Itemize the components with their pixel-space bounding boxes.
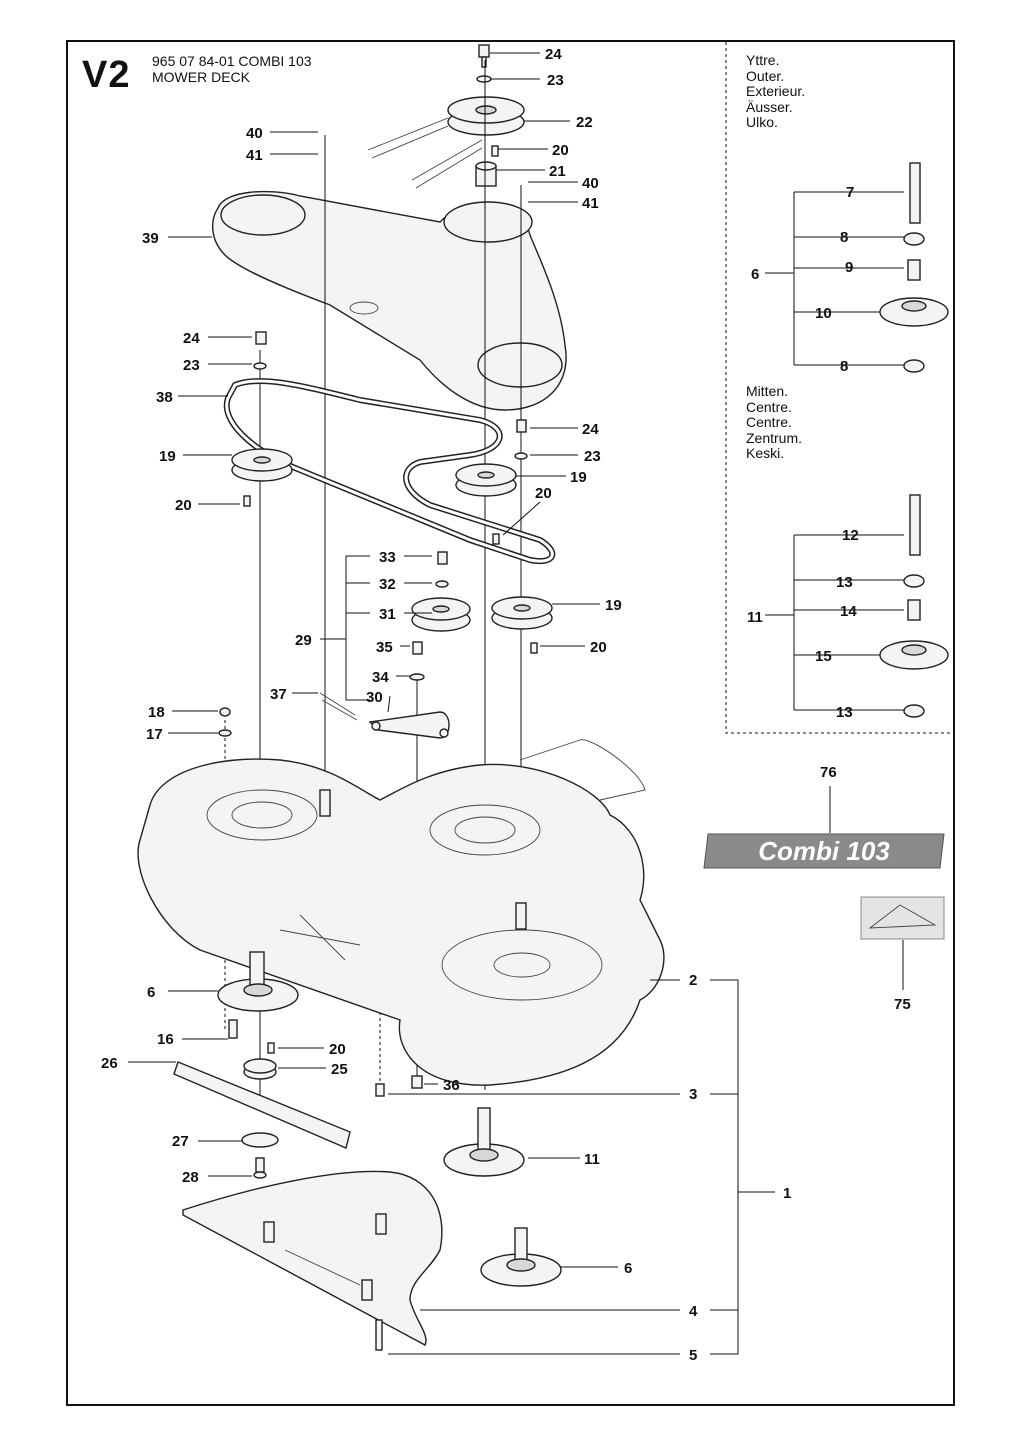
callout-6: 6	[624, 1260, 632, 1277]
section-title: MOWER DECK	[152, 69, 250, 85]
callout-14: 14	[840, 603, 857, 620]
washer	[218, 729, 232, 737]
callout-13: 13	[836, 704, 853, 721]
legend-centre-line: Keski.	[746, 445, 785, 461]
callout-20: 20	[552, 142, 569, 159]
legend-centre-line: Mitten.	[746, 383, 789, 399]
belt-cover	[212, 190, 567, 411]
nut	[219, 707, 231, 717]
callout-20: 20	[535, 485, 552, 502]
callout-20: 20	[329, 1041, 346, 1058]
callout-5: 5	[689, 1347, 697, 1364]
callout-11: 11	[747, 609, 763, 626]
section-code: V2	[82, 54, 131, 96]
callout-12: 12	[842, 527, 859, 544]
callout-23: 23	[584, 448, 601, 465]
callout-34: 34	[372, 669, 389, 686]
callout-28: 28	[182, 1169, 199, 1186]
callout-40: 40	[246, 125, 263, 142]
callout-33: 33	[379, 549, 396, 566]
callout-41: 41	[246, 147, 263, 164]
legend-outer-line: Yttre.	[746, 52, 780, 68]
callout-8: 8	[840, 358, 848, 375]
callout-1: 1	[783, 1185, 791, 1202]
callout-22: 22	[576, 114, 593, 131]
tensioner-arm	[319, 692, 450, 739]
legend-centre: Mitten. Centre. Centre. Zentrum. Keski.	[746, 383, 803, 462]
top-pulley	[367, 44, 525, 189]
callout-20: 20	[590, 639, 607, 656]
callout-6: 6	[751, 266, 759, 283]
callout-18: 18	[148, 704, 165, 721]
callout-2: 2	[689, 972, 697, 989]
callout-76: 76	[820, 764, 837, 781]
model-badge-plate	[703, 833, 945, 869]
callout-27: 27	[172, 1133, 189, 1150]
callout-39: 39	[142, 230, 159, 247]
inset-outer-spindle	[765, 162, 949, 373]
inset-box-border	[725, 42, 952, 734]
callout-36: 36	[443, 1077, 460, 1094]
legend-outer: Yttre. Outer. Exterieur. Äusser. Ulko.	[746, 52, 806, 131]
mower-deck	[137, 739, 665, 1086]
callout-37: 37	[270, 686, 287, 703]
callout-21: 21	[549, 163, 566, 180]
callout-40: 40	[582, 175, 599, 192]
legend-outer-line: Outer.	[746, 67, 785, 84]
callout-24: 24	[545, 46, 562, 63]
callout-41: 41	[582, 195, 599, 212]
callout-19: 19	[570, 469, 587, 486]
callout-13: 13	[836, 574, 853, 591]
callout-24: 24	[582, 421, 599, 438]
callout-35: 35	[376, 639, 393, 656]
callout-23: 23	[547, 72, 564, 89]
lower-shield	[182, 1170, 443, 1351]
callout-29: 29	[295, 632, 312, 649]
inset-centre-spindle	[765, 494, 949, 718]
legend-outer-line: Ulko.	[746, 114, 778, 130]
legend-centre-line: Centre.	[746, 414, 792, 430]
diagram-frame	[66, 40, 955, 1406]
model-badge: Combi 103	[704, 834, 944, 868]
callout-7: 7	[846, 184, 854, 201]
callout-23: 23	[183, 357, 200, 374]
callout-leaders	[128, 52, 775, 1355]
callout-16: 16	[157, 1031, 174, 1048]
callout-10: 10	[815, 305, 832, 322]
decal-belt-sketch	[868, 904, 937, 929]
callout-38: 38	[156, 389, 173, 406]
legend-outer-line: Äusser.	[746, 98, 793, 115]
legend-outer-line: Exterieur.	[746, 83, 806, 99]
callout-32: 32	[379, 576, 396, 593]
callout-25: 25	[331, 1061, 348, 1078]
callout-3: 3	[689, 1086, 697, 1103]
callout-17: 17	[146, 726, 163, 743]
callout-31: 31	[379, 606, 396, 623]
callout-26: 26	[101, 1055, 118, 1072]
model-badge-text: Combi 103	[758, 836, 890, 866]
callout-20: 20	[175, 497, 192, 514]
callout-11: 11	[584, 1151, 600, 1168]
part-number-line: 965 07 84-01 COMBI 103	[152, 53, 312, 69]
legend-centre-line: Centre.	[746, 398, 792, 415]
callout-24: 24	[183, 330, 200, 347]
callout-15: 15	[815, 648, 832, 665]
spindle-housings	[217, 951, 562, 1287]
blade-assembly	[173, 1019, 423, 1179]
callout-9: 9	[845, 259, 853, 276]
callout-19: 19	[605, 597, 622, 614]
decal-thumbnail	[860, 896, 945, 940]
legend-centre-line: Zentrum.	[746, 429, 803, 446]
pulleys	[231, 331, 553, 681]
callout-8: 8	[840, 229, 848, 246]
callout-75: 75	[894, 996, 911, 1013]
callout-labels: 24 23 22 20 21 40 41 40 41 39 24 23 38 1…	[101, 46, 911, 1364]
callout-19: 19	[159, 448, 176, 465]
callout-30: 30	[366, 689, 383, 706]
callout-4: 4	[689, 1303, 698, 1320]
callout-6: 6	[147, 984, 155, 1001]
